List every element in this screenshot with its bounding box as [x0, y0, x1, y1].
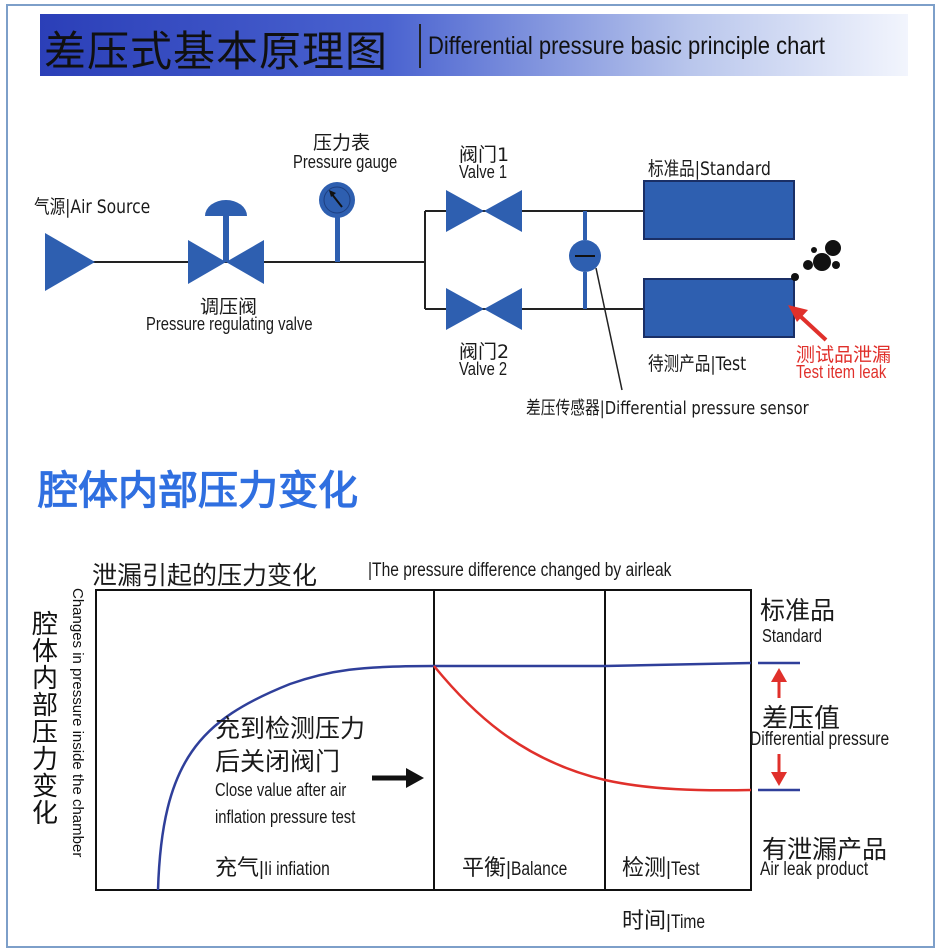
standard-chamber [643, 180, 795, 240]
note-cn-line2: 后关闭阀门 [215, 747, 341, 776]
valve1-label-cn: 阀门1 [459, 144, 510, 166]
valve1-label-en: Valve 1 [459, 162, 508, 182]
note-en-line2: inflation pressure test [215, 807, 356, 827]
title-banner [40, 14, 908, 76]
regulating-valve-icon [188, 200, 264, 284]
y-axis-label-cn: 腔体内部压力变化 [31, 610, 58, 829]
test-chamber [643, 278, 795, 338]
pipe-lines [90, 210, 645, 310]
phase-balance-label: 平衡|Balance [462, 856, 568, 881]
gauge-label-cn: 压力表 [313, 132, 371, 154]
time-axis-label: 时间|Time [622, 909, 706, 934]
diff-label-cn: 差压值 [762, 704, 841, 734]
test-label: 待测产品|Test [648, 353, 747, 375]
leak-bubbles-icon [791, 240, 841, 281]
sensor-label: 差压传感器|Differential pressure sensor [526, 398, 809, 419]
title-english: Differential pressure basic principle ch… [428, 32, 826, 60]
phase-fill-label: 充气|Ii infiation [215, 856, 330, 881]
title-separator [419, 24, 421, 68]
pressure-gauge-icon [319, 182, 355, 262]
y-axis-label-en: Changes in pressure inside the chamber [69, 588, 86, 858]
differential-arrows-icon [771, 668, 787, 786]
regulator-label-en: Pressure regulating valve [146, 314, 313, 334]
valve2-label-cn: 阀门2 [459, 341, 510, 363]
differential-sensor-icon [569, 211, 623, 391]
diff-label-en: Differential pressure [750, 729, 890, 750]
standard-pressure-curve [156, 661, 752, 891]
leak-pressure-curve [433, 665, 752, 792]
note-arrow-icon [372, 768, 424, 788]
leak-product-label-cn: 有泄漏产品 [762, 835, 888, 864]
leak-product-label-en: Air leak product [760, 859, 869, 880]
valve2-icon [446, 288, 522, 330]
note-en-line1: Close value after air [215, 780, 347, 800]
gauge-label-en: Pressure gauge [293, 152, 398, 172]
leak-arrow-icon [788, 305, 828, 342]
graph-top-label-cn: 泄漏引起的压力变化 [92, 561, 318, 590]
section-title: 腔体内部压力变化 [38, 468, 358, 514]
valve2-label-en: Valve 2 [459, 359, 508, 379]
valve1-icon [446, 190, 522, 232]
standard-graph-label-en: Standard [762, 626, 822, 646]
leak-label-en: Test item leak [796, 362, 887, 382]
leak-label-cn: 测试品泄漏 [796, 344, 892, 366]
standard-label: 标准品|Standard [648, 158, 771, 180]
title-chinese: 差压式基本原理图 [44, 27, 389, 76]
regulator-label-cn: 调压阀 [200, 296, 258, 318]
air-source-label: 气源|Air Source [34, 196, 151, 218]
standard-graph-label-cn: 标准品 [760, 596, 836, 625]
graph-axes [95, 589, 752, 891]
outer-frame [6, 4, 935, 948]
graph-top-label-en: |The pressure difference changed by airl… [368, 560, 672, 581]
note-cn-line1: 充到检测压力 [215, 714, 366, 743]
phase-test-label: 检测|Test [622, 856, 700, 881]
air-source-icon [45, 233, 95, 291]
